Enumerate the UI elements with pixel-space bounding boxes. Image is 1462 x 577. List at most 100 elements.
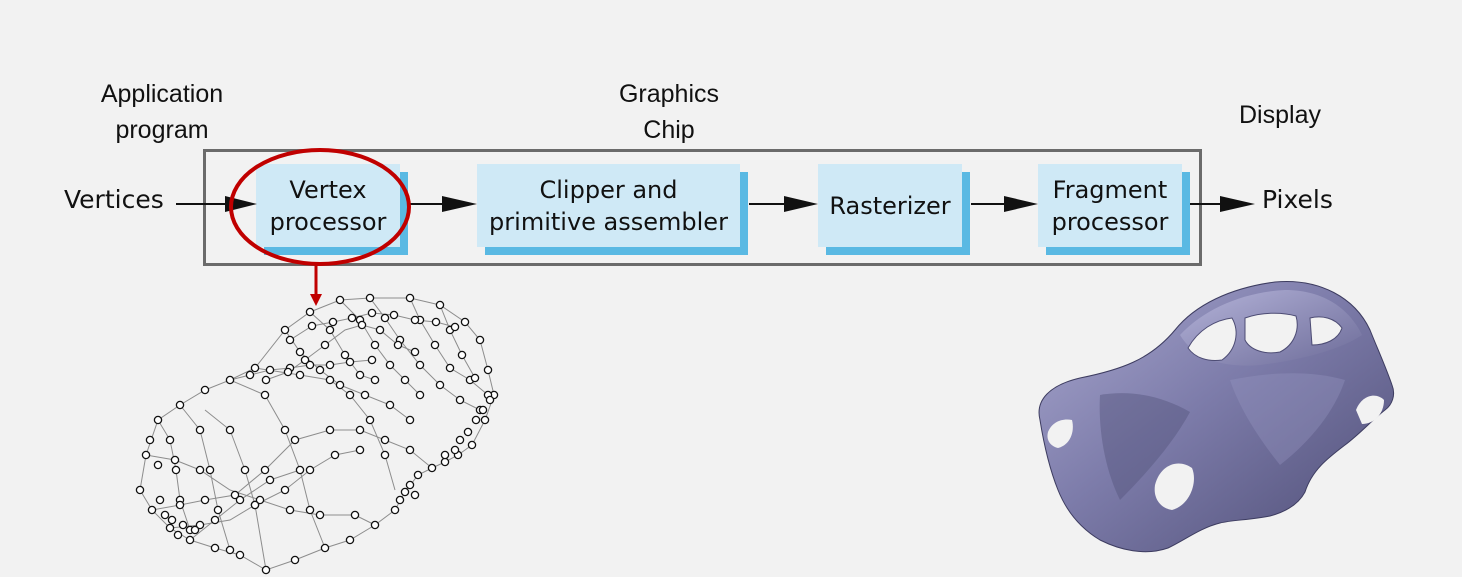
stage-label-line: processor [269, 207, 387, 236]
wireframe-vertex [430, 340, 440, 350]
wireframe-vertex [175, 500, 185, 510]
wireframe-vertex [265, 475, 275, 485]
wireframe-vertex [250, 500, 260, 510]
stage-label-line: Rasterizer [829, 191, 951, 220]
wireframe-vertex [365, 293, 375, 303]
wireframe-vertex [170, 455, 180, 465]
wireframe-vertex [225, 425, 235, 435]
wireframe-vertex [385, 360, 395, 370]
wireframe-vertex [295, 347, 305, 357]
wireframe-vertex [478, 405, 488, 415]
wireframe-vertex [295, 370, 305, 380]
wireframe-vertex [460, 317, 470, 327]
wireframe-vertex [210, 515, 220, 525]
wireframe-vertex [165, 435, 175, 445]
clipper-assembler-stage: Clipper and primitive assembler [477, 164, 740, 247]
wireframe-vertex [335, 295, 345, 305]
wireframe-vertex [483, 365, 493, 375]
wireframe-vertex [395, 495, 405, 505]
wireframe-vertex [330, 450, 340, 460]
wireframe-vertex [315, 365, 325, 375]
wireframe-vertex [285, 335, 295, 345]
wireframe-vertex [340, 350, 350, 360]
wireframe-vertex [290, 555, 300, 565]
wireframe-vertex [345, 390, 355, 400]
wireframe-vertex [475, 335, 485, 345]
wireframe-vertex [165, 523, 175, 533]
wireframe-vertex [445, 325, 455, 335]
wireframe-vertex [410, 490, 420, 500]
wireframe-vertex [453, 450, 463, 460]
wireframe-car [139, 297, 495, 571]
wireframe-vertex [300, 355, 310, 365]
wireframe-vertex [431, 317, 441, 327]
wireframe-vertex [280, 325, 290, 335]
wireframe-vertex [470, 373, 480, 383]
wireframe-vertex [260, 390, 270, 400]
pixels-output-label: Pixels [1262, 185, 1333, 214]
wireframe-vertex [305, 360, 315, 370]
wireframe-vertex [355, 445, 365, 455]
wireframe-vertex [400, 487, 410, 497]
wireframe-vertex [280, 425, 290, 435]
vertex-processor-stage: Vertex processor [256, 164, 400, 247]
wireframe-vertex [405, 293, 415, 303]
wireframe-vertex [435, 380, 445, 390]
wireframe-vertex [357, 320, 367, 330]
wireframe-vertex [440, 450, 450, 460]
wireframe-vertex [345, 535, 355, 545]
wireframe-vertex [320, 340, 330, 350]
wireframe-vertex [185, 525, 195, 535]
stage-label-line: Fragment [1052, 175, 1168, 204]
wireframe-vertex [265, 365, 275, 375]
wireframe-vertex [240, 465, 250, 475]
wireframe-vertex [440, 457, 450, 467]
wireframe-vertex [195, 425, 205, 435]
wireframe-vertex [380, 313, 390, 323]
wireframe-vertex [305, 465, 315, 475]
highlight-arrow [310, 264, 322, 306]
wireframe-vertex [483, 390, 493, 400]
wireframe-vertex [365, 415, 375, 425]
wireframe-vertex [389, 310, 399, 320]
wireframe-vertex [445, 363, 455, 373]
wireframe-vertex [280, 485, 290, 495]
wireframe-vertex [235, 495, 245, 505]
wireframe-vertices [135, 293, 499, 575]
graphics-chip-label: Graphics Chip [600, 76, 738, 148]
wireframe-vertex [250, 363, 260, 373]
wireframe-vertex [480, 415, 490, 425]
wireframe-vertex [375, 325, 385, 335]
wireframe-vertex [360, 390, 370, 400]
wireframe-vertex [185, 535, 195, 545]
wireframe-vertex [385, 400, 395, 410]
application-label-line-1: Application [100, 80, 224, 108]
wireframe-vertex [261, 565, 271, 575]
wireframe-vertex [283, 367, 293, 377]
wireframe-vertex [467, 440, 477, 450]
wireframe-vertex [153, 460, 163, 470]
wireframe-vertex [367, 355, 377, 365]
wireframe-vertex [160, 510, 170, 520]
wireframe-vertex [295, 465, 305, 475]
wireframe-vertex [355, 425, 365, 435]
wireframe-vertex [405, 445, 415, 455]
wireframe-vertex [325, 325, 335, 335]
wireframe-vertex [153, 415, 163, 425]
wireframe-vertex [345, 357, 355, 367]
wireframe-vertex [435, 300, 445, 310]
wireframe-vertex [245, 370, 255, 380]
wireframe-vertex [450, 445, 460, 455]
wireframe-vertex [415, 360, 425, 370]
wireframe-vertex [200, 495, 210, 505]
shaded-car-body [1038, 280, 1395, 553]
application-label-line-2: program [115, 116, 209, 144]
wireframe-vertex [190, 525, 200, 535]
wireframe-vertex [195, 520, 205, 530]
wireframe-vertex [210, 543, 220, 553]
wireframe-vertex [225, 545, 235, 555]
wireframe-vertex [135, 485, 145, 495]
wireframe-vertex [255, 495, 265, 505]
rasterizer-stage: Rasterizer [818, 164, 962, 247]
wireframe-vertex [450, 322, 460, 332]
